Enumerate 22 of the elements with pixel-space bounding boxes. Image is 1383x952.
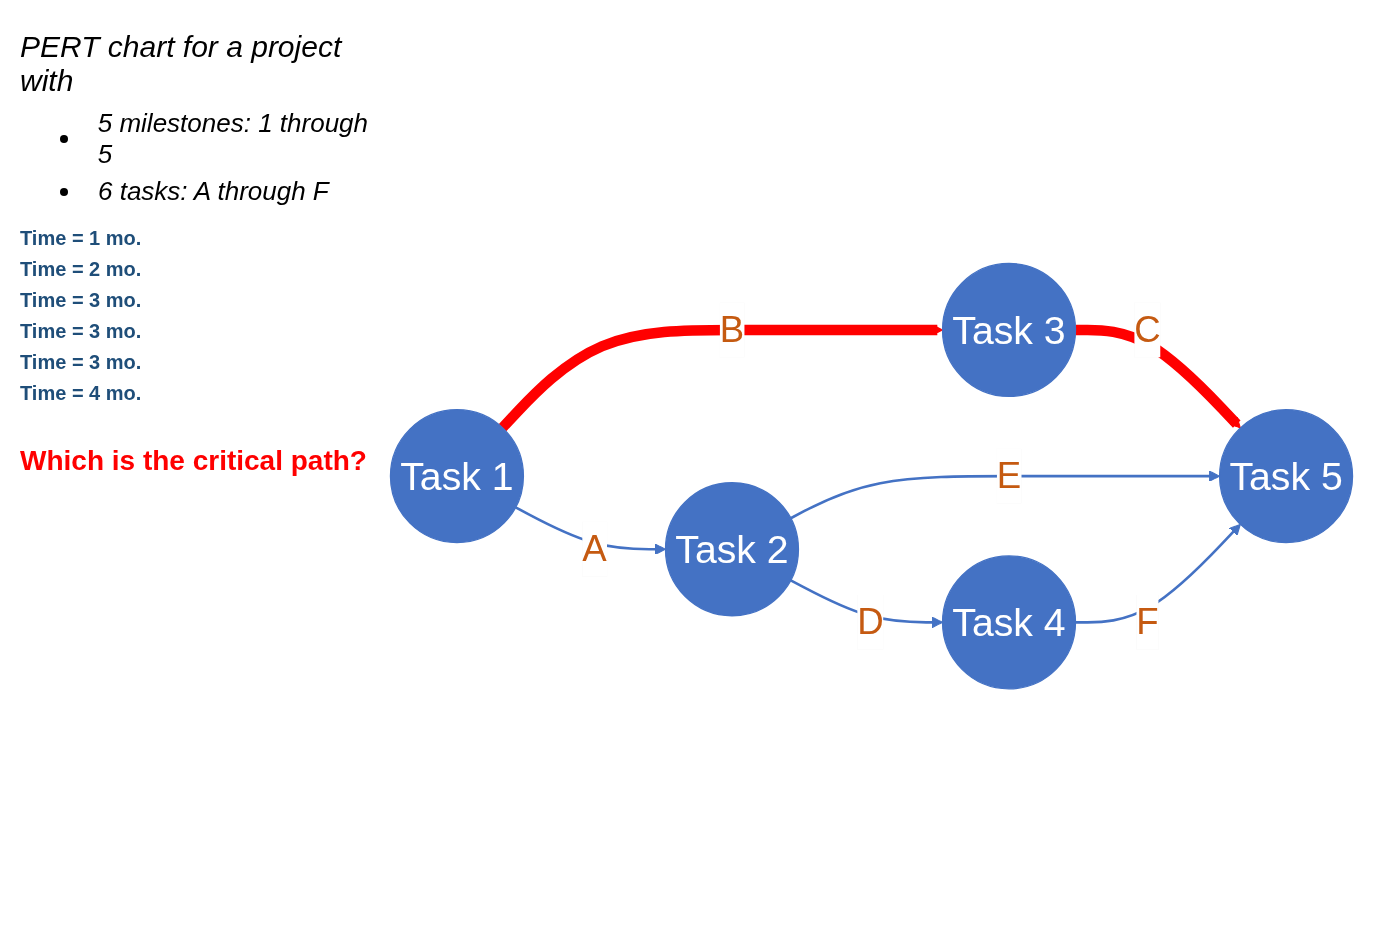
time-note: Time = 3 mo. bbox=[20, 320, 143, 343]
time-note: Time = 4 mo. bbox=[20, 382, 143, 405]
bullet-text: 5 milestones: 1 through 5 bbox=[97, 108, 369, 170]
bullet-text: 6 tasks: A through F bbox=[98, 176, 329, 207]
caption: Which is the critical path? bbox=[20, 445, 368, 477]
edge-label: B bbox=[719, 308, 745, 350]
title: PERT chart for a project with bbox=[20, 30, 344, 98]
arrow bbox=[1075, 324, 1241, 429]
edge-label: D bbox=[857, 601, 884, 642]
edge-label: C bbox=[1134, 308, 1161, 350]
edge-label: F bbox=[1136, 601, 1159, 642]
node-circle: Task 2 bbox=[664, 481, 800, 617]
time-note: Time = 1 mo. bbox=[20, 227, 143, 250]
node-circle: Task 4 bbox=[941, 555, 1077, 690]
time-note: Time = 3 mo. bbox=[20, 351, 143, 374]
node-circle: Task 3 bbox=[941, 262, 1077, 397]
time-note: Time = 3 mo. bbox=[20, 289, 143, 312]
node-circle: Task 1 bbox=[389, 408, 525, 544]
node-circle: Task 5 bbox=[1218, 408, 1354, 544]
time-note: Time = 2 mo. bbox=[20, 258, 143, 281]
edge-label: A bbox=[582, 528, 607, 569]
edge-label: E bbox=[996, 455, 1022, 496]
